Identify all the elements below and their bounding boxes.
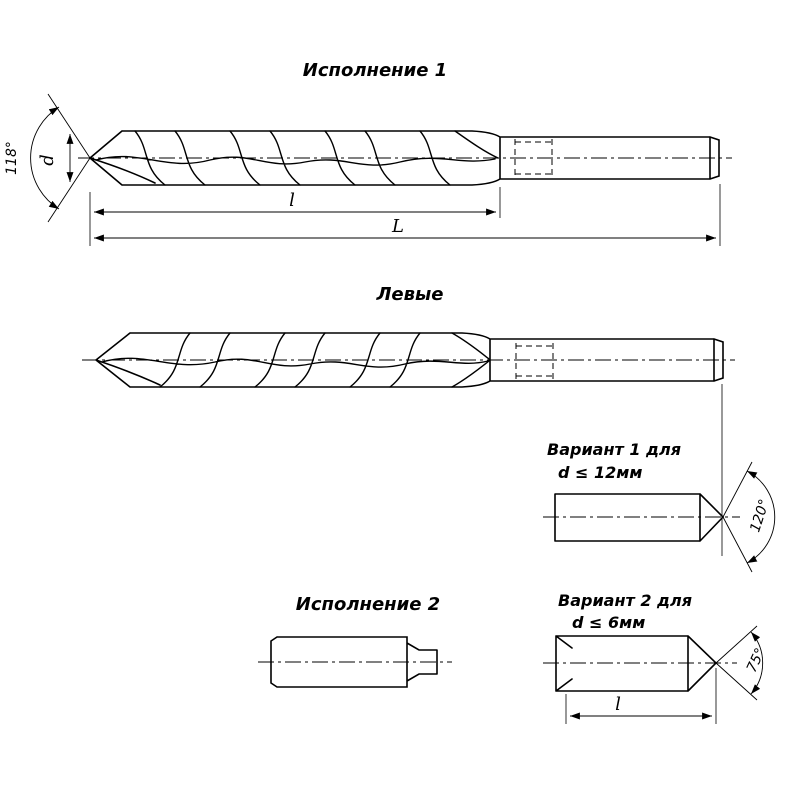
variant1-drawing: Вариант 1 для d ≤ 12мм 120° [543, 440, 776, 573]
variant2-angle-lines [715, 625, 758, 701]
design1-drawing: Исполнение 1 l L 118° d [4, 60, 732, 246]
variant1-shank-outline [554, 493, 725, 542]
variant2-dim-extension-lines [565, 668, 717, 724]
variant1-title-line2: d ≤ 12мм [558, 463, 642, 482]
left-hand-title: Левые [375, 284, 443, 305]
dim-total-length-label: L [391, 216, 404, 237]
design2-shank-outline [270, 636, 438, 688]
design1-drill-outline [89, 130, 720, 186]
variant2-title-line2: d ≤ 6мм [572, 613, 645, 632]
variant2-shank-outline [555, 635, 718, 692]
variant1-angle-arc [746, 470, 776, 564]
left-hand-flute-helix [101, 332, 490, 388]
variant2-title-line1: Вариант 2 для [558, 591, 692, 610]
variant2-angle-arc [750, 631, 764, 695]
design1-dim-l-extension-lines [89, 187, 501, 246]
variant1-angle-label: 120° [747, 497, 773, 534]
variant2-length-label: l [615, 694, 621, 715]
point-angle-label: 118° [4, 141, 20, 175]
variant1-title-line1: Вариант 1 для [547, 440, 681, 459]
left-hand-drawing: Левые [82, 284, 735, 556]
variant2-angle-label: 75° [744, 646, 769, 675]
left-hand-drill-outline [95, 332, 724, 388]
design1-title: Исполнение 1 [303, 60, 447, 81]
design2-drawing: Исполнение 2 [258, 594, 452, 688]
left-hand-marking-area [515, 343, 554, 379]
variant2-drawing: Вариант 2 для d ≤ 6мм 75° l [543, 591, 769, 724]
dim-flute-length-label: l [289, 190, 295, 211]
diameter-label: d [37, 154, 58, 166]
point-angle-arc [30, 106, 60, 210]
design2-title: Исполнение 2 [296, 594, 440, 615]
design1-flute-helix [95, 130, 499, 186]
point-angle-lines [47, 93, 91, 223]
